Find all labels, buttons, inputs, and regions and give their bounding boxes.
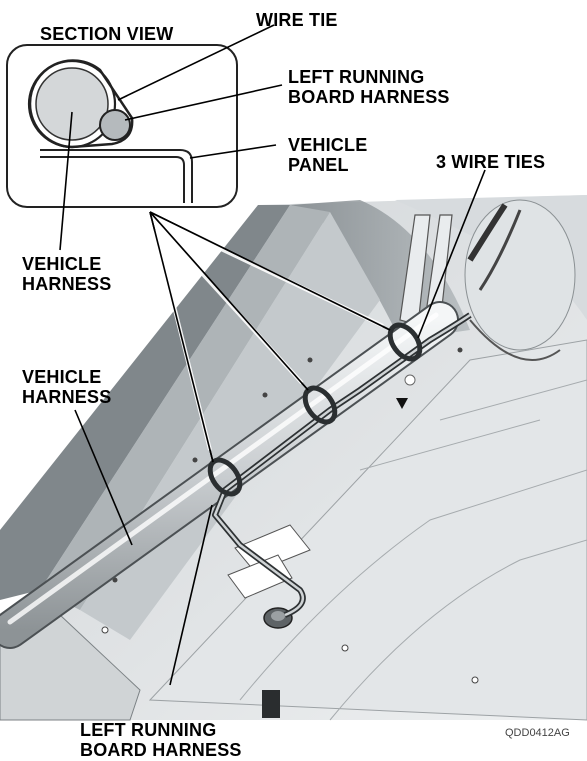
label-left-running-board-harness-bottom-2: BOARD HARNESS bbox=[80, 740, 242, 760]
label-three-wire-ties: 3 WIRE TIES bbox=[436, 152, 546, 172]
label-section-view: SECTION VIEW bbox=[40, 24, 174, 44]
label-vehicle-harness-inset-2: HARNESS bbox=[22, 274, 112, 294]
vehicle-harness-pipe bbox=[0, 301, 459, 649]
direction-arrow-icon bbox=[396, 398, 408, 409]
label-vehicle-panel-2: PANEL bbox=[288, 155, 349, 175]
section-view-inset bbox=[6, 44, 238, 208]
label-left-running-board-harness-inset-1: LEFT RUNNING bbox=[288, 67, 425, 87]
label-left-running-board-harness-bottom-1: LEFT RUNNING bbox=[80, 720, 217, 740]
label-left-running-board-harness-inset-2: BOARD HARNESS bbox=[288, 87, 450, 107]
label-vehicle-panel-1: VEHICLE bbox=[288, 135, 368, 155]
label-vehicle-harness-inset-1: VEHICLE bbox=[22, 254, 102, 274]
label-vehicle-harness-main-2: HARNESS bbox=[22, 387, 112, 407]
wire-tie-2 bbox=[302, 385, 338, 425]
wire-tie-3 bbox=[387, 322, 423, 362]
figure-code: QDD0412AG bbox=[505, 727, 570, 739]
wire-tie-1 bbox=[207, 457, 243, 497]
wire-ties bbox=[207, 322, 423, 497]
label-wire-tie: WIRE TIE bbox=[256, 10, 338, 30]
label-vehicle-harness-main-1: VEHICLE bbox=[22, 367, 102, 387]
